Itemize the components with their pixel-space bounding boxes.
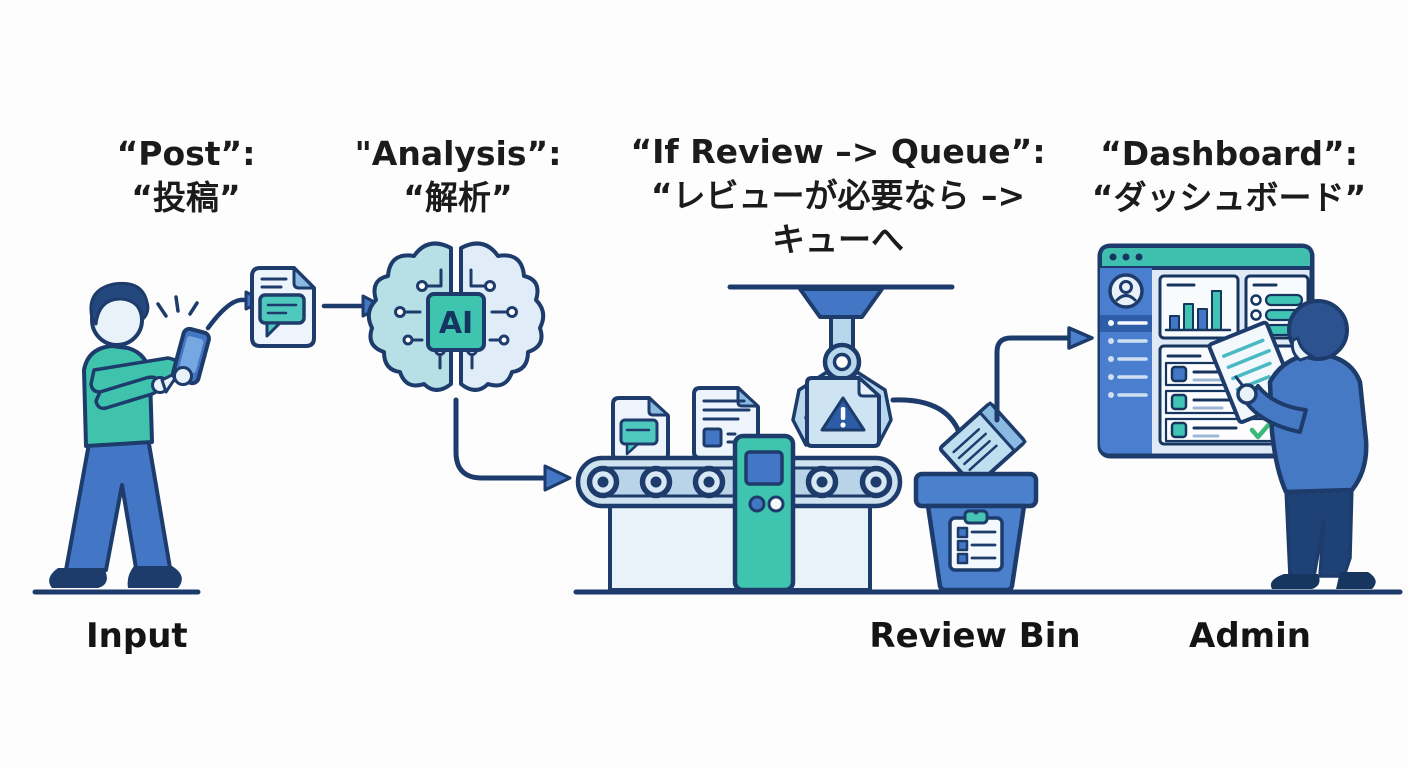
hand: [173, 366, 193, 386]
label-dashboard: “Dashboard”: “ダッシュボード”: [1092, 132, 1366, 220]
hair: [89, 281, 150, 326]
brain-right-lobe: [459, 241, 546, 392]
label-analysis-line1: "Analysis”:: [354, 134, 562, 173]
label-post-line2: “投稿”: [131, 178, 241, 217]
ai-chip-label: AI: [439, 306, 473, 341]
label-queue: “If Review –> Queue”: “レビューが必要なら –> キューへ: [630, 130, 1045, 262]
arrow-ai-to-conveyor: [453, 397, 572, 492]
shoe-icon: [1336, 572, 1376, 589]
hair: [1287, 299, 1349, 361]
conveyor-belt-icon: [575, 386, 903, 593]
label-analysis: "Analysis”: “解析”: [355, 132, 562, 220]
arrow-bin-to-dashboard: [994, 326, 1094, 423]
ai-brain-icon: AI: [366, 241, 546, 392]
robot-claw-icon: [727, 284, 955, 448]
checkmark-icon: [1249, 419, 1274, 440]
sidebar-menu-items: [1108, 320, 1148, 398]
pants: [64, 436, 172, 572]
label-admin: Admin: [1189, 616, 1311, 656]
label-analysis-line2: “解析”: [403, 178, 513, 217]
hand: [1236, 383, 1258, 405]
chat-bubble-icon: [258, 293, 306, 325]
label-queue-line1: “If Review –> Queue”:: [630, 132, 1046, 171]
scanner-tower-icon: [732, 433, 796, 593]
sparkle-lines: [156, 295, 199, 318]
label-queue-line2: “レビューが必要なら –>: [650, 176, 1026, 215]
label-review-bin: Review Bin: [869, 616, 1081, 656]
label-dashboard-line1: “Dashboard”:: [1100, 134, 1358, 173]
bar-chart-card: [1158, 274, 1240, 340]
bar-chart-icon: [1164, 290, 1232, 332]
clipboard-icon: [948, 509, 1004, 572]
scanner-button: [748, 495, 766, 513]
shoe-icon: [1270, 574, 1320, 589]
label-queue-line3: キューへ: [772, 220, 904, 259]
window-titlebar: [1098, 244, 1314, 270]
label-input: Input: [86, 616, 188, 656]
ai-chip: [426, 292, 486, 352]
scanner-button: [767, 495, 785, 513]
label-post-line1: “Post”:: [116, 134, 256, 173]
input-user-figure: [49, 281, 211, 588]
chat-document-icon: [250, 266, 316, 348]
claw-mount: [798, 287, 884, 319]
label-dashboard-line2: “ダッシュボード”: [1091, 178, 1367, 217]
bin-lid: [913, 471, 1039, 509]
shoe-icon: [127, 566, 182, 588]
neck: [1290, 336, 1314, 362]
admin-figure: [1207, 299, 1376, 589]
belt-rollers: [586, 465, 893, 499]
chat-document-on-belt-icon: [611, 396, 670, 462]
scanner-screen: [744, 450, 784, 486]
review-bin-icon: [913, 401, 1039, 593]
shoe-icon: [49, 568, 107, 588]
circuit-traces: [402, 268, 510, 370]
paper-in-bin: [938, 401, 1027, 488]
warning-document-icon: [805, 376, 881, 448]
label-post: “Post”: “投稿”: [117, 132, 256, 220]
pants: [1284, 482, 1354, 578]
window-control-dots: [1109, 253, 1143, 261]
brain-left-lobe: [366, 241, 453, 392]
